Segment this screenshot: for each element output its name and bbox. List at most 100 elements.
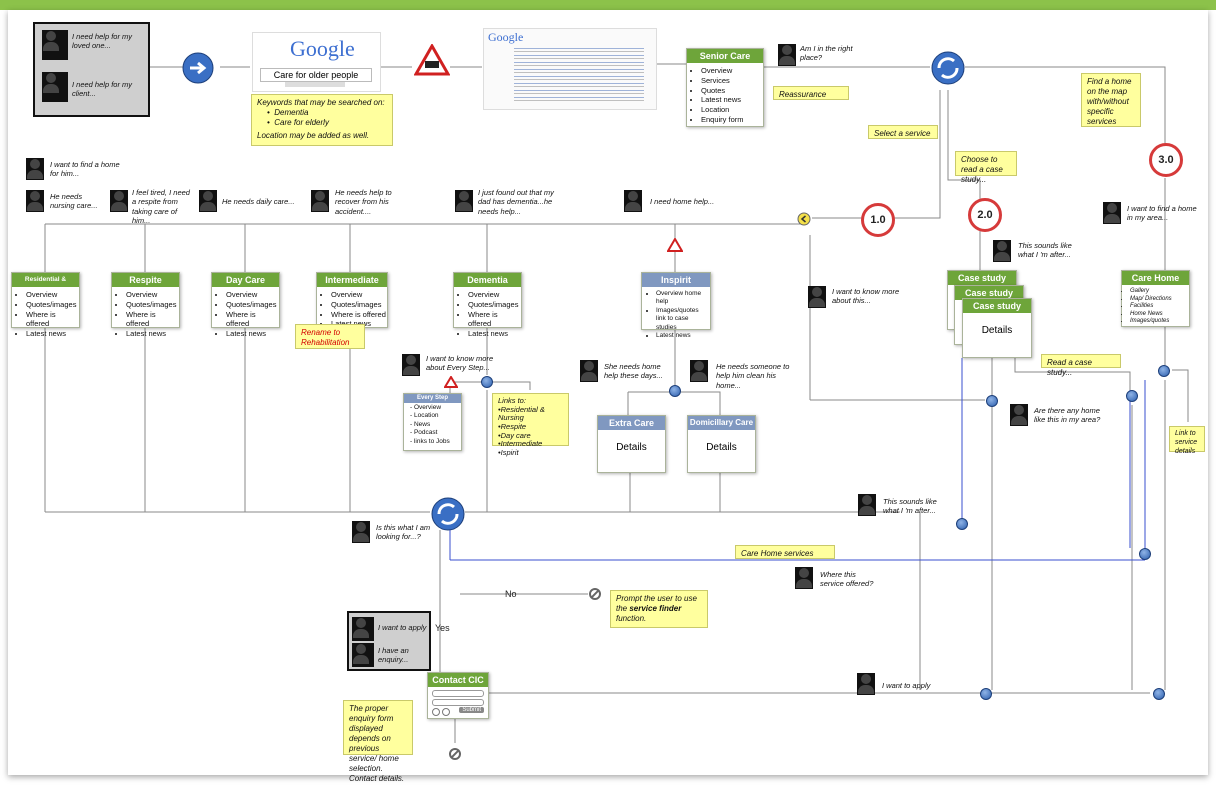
keyword-item: • Care for elderly	[267, 118, 329, 127]
links-note: Links to: •Residential & Nursing •Respit…	[492, 393, 569, 457]
domiciliary-care-card[interactable]: Domicillary Care Details	[687, 415, 756, 473]
case-study-card-front[interactable]: Case study Details	[962, 298, 1032, 358]
hub-cycle-icon	[431, 497, 465, 531]
persona-avatar	[857, 673, 875, 695]
list-item: Where is offered	[331, 310, 387, 320]
name-field[interactable]	[432, 690, 484, 697]
list-item: Quotes/images	[126, 300, 179, 310]
list-item: Quotes/images	[26, 300, 79, 310]
flow-number-1: 1.0	[861, 203, 895, 237]
list-item: Map/ Directions	[1130, 296, 1189, 304]
care-home-card[interactable]: Care Home Gallery Map/ Directions Facili…	[1121, 270, 1190, 327]
persona-home-help: I need home help...	[650, 197, 715, 206]
submit-button[interactable]: Submit	[459, 707, 484, 713]
reassurance-note: Reassurance	[773, 86, 849, 100]
list-item: Overview	[226, 290, 279, 300]
service-list: Overview Quotes/images Where is offered …	[212, 290, 279, 339]
flow-number-3: 3.0	[1149, 143, 1183, 177]
persona-sounds-like: This sounds like what I 'm after...	[883, 497, 937, 516]
connector-node[interactable]	[481, 376, 493, 388]
service-list: Overview Quotes/images Where is offered …	[317, 290, 387, 329]
persona-avatar	[26, 190, 44, 212]
link-service-note: Link to service details	[1169, 426, 1205, 455]
google-results-logo: Google	[488, 30, 524, 44]
yes-label: Yes	[435, 623, 450, 633]
extra-care-card[interactable]: Extra Care Details	[597, 415, 666, 473]
list-item: - links to Jobs	[410, 437, 450, 445]
flow-number-2: 2.0	[968, 198, 1002, 232]
radio-button[interactable]	[442, 708, 450, 716]
care-home-services-note: Care Home services	[735, 545, 835, 559]
persona-avatar	[690, 360, 708, 382]
persona-loved-one: I need help for my loved one...	[72, 32, 133, 51]
persona-nursing: He needs nursing care...	[50, 192, 98, 211]
senior-care-card[interactable]: Senior Care Overview Services Quotes Lat…	[686, 48, 764, 127]
service-title: Day Care	[212, 273, 279, 287]
list-item: Where is offered	[126, 310, 179, 330]
service-card-intermediate[interactable]: Intermediate Overview Quotes/images Wher…	[316, 272, 388, 328]
search-results-screenshot: Google	[483, 28, 657, 110]
case-study-note: Choose to read a case study...	[955, 151, 1017, 184]
inspirit-card[interactable]: Inspirit Overview home help Images/quote…	[641, 272, 711, 339]
warning-sign-icon	[444, 376, 458, 388]
service-title: Intermediate	[317, 273, 387, 287]
persona-recover: He needs help to recover from his accide…	[335, 188, 392, 216]
service-card-respite[interactable]: Respite Overview Quotes/images Where is …	[111, 272, 180, 338]
case-study-title: Case study	[963, 299, 1031, 313]
link-item: •Day care	[498, 430, 531, 440]
connector-node[interactable]	[1139, 548, 1151, 560]
list-item: Where is offered	[226, 310, 279, 330]
care-home-list: Gallery Map/ Directions Facilities Home …	[1122, 288, 1189, 326]
connector-node[interactable]	[669, 385, 681, 397]
persona-avatar	[580, 360, 598, 382]
enquiry-form-note: The proper enquiry form displayed depend…	[343, 700, 413, 783]
service-list: Overview Quotes/images Where is offered …	[112, 290, 179, 339]
service-list: Overview Quotes/images Where is offered …	[12, 290, 79, 339]
read-case-note: Read a case study...	[1041, 354, 1121, 377]
google-search-buttons	[285, 82, 345, 87]
connector-node[interactable]	[1126, 390, 1138, 402]
persona-avatar	[352, 617, 374, 641]
connector-node[interactable]	[1158, 365, 1170, 377]
connector-node[interactable]	[956, 518, 968, 530]
senior-care-list: Overview Services Quotes Latest news Loc…	[687, 66, 763, 125]
case-study-title: Case study	[948, 271, 1016, 285]
start-arrow-icon	[182, 52, 214, 84]
list-item: Latest news	[701, 95, 763, 105]
persona-respite: I feel tired, I need a respite from taki…	[132, 188, 190, 226]
connector-node[interactable]	[1153, 688, 1165, 700]
contact-cic-form[interactable]: Contact CIC Submit	[427, 672, 489, 719]
select-service-note: Select a service	[868, 125, 938, 139]
persona-want-apply: I want to apply	[882, 681, 931, 690]
email-field[interactable]	[432, 699, 484, 706]
persona-avatar	[1103, 202, 1121, 224]
list-item: Quotes/images	[226, 300, 279, 310]
persona-avatar	[352, 643, 374, 667]
list-item: - Podcast	[410, 429, 438, 437]
persona-daily-care: He needs daily care...	[222, 197, 295, 206]
every-step-list: - Overview - Location - News - Podcast -…	[404, 404, 461, 446]
list-item: Latest news	[656, 332, 710, 340]
links-title: Links to:	[498, 396, 526, 405]
connector-node[interactable]	[986, 395, 998, 407]
service-card-residential[interactable]: Residential & Nursing Overview Quotes/im…	[11, 272, 80, 338]
persona-avatar	[42, 72, 68, 102]
service-card-dementia[interactable]: Dementia Overview Quotes/images Where is…	[453, 272, 522, 338]
persona-home-help-days: She needs home help these days...	[604, 362, 663, 381]
link-item: •Residential & Nursing	[498, 404, 545, 423]
radio-button[interactable]	[432, 708, 440, 716]
every-step-title: Every Step	[404, 394, 461, 403]
list-item: Images/quotes link to case studies	[656, 307, 710, 332]
every-step-card[interactable]: Every Step - Overview - Location - News …	[403, 393, 462, 451]
top-accent-bar	[0, 0, 1216, 10]
persona-avatar	[858, 494, 876, 516]
persona-avatar	[795, 567, 813, 589]
list-item: Overview	[331, 290, 387, 300]
prompt-text: Prompt the user to use the	[616, 594, 697, 613]
list-item: Location	[701, 105, 763, 115]
contact-title: Contact CIC	[428, 673, 488, 687]
connector-node[interactable]	[980, 688, 992, 700]
service-card-day-care[interactable]: Day Care Overview Quotes/images Where is…	[211, 272, 280, 338]
list-item: Where is offered	[26, 310, 79, 330]
persona-avatar	[1010, 404, 1028, 426]
